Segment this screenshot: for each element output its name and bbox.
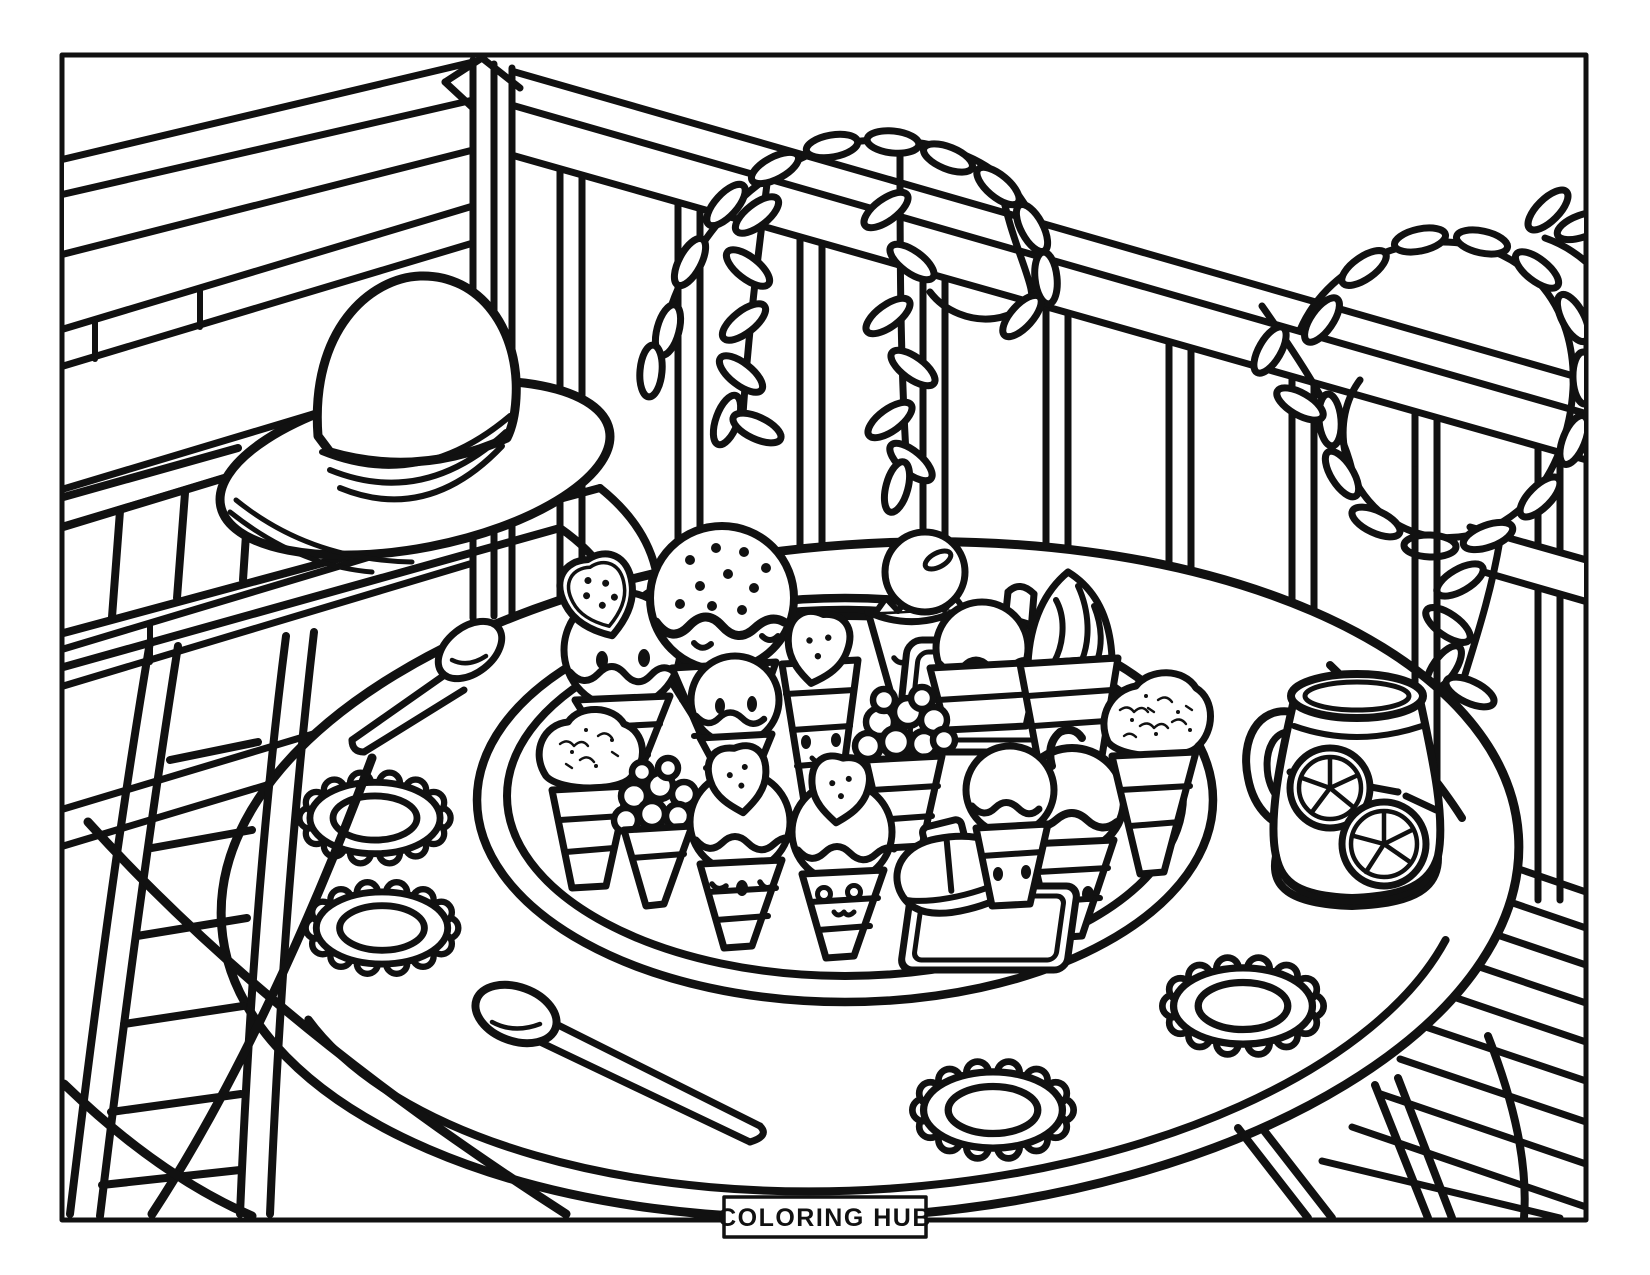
table-spoon-front — [471, 980, 767, 1146]
strawberry-cone-front-1 — [686, 742, 796, 952]
soft-serve-swirl — [1016, 568, 1122, 764]
table-legs — [1234, 1032, 1529, 1218]
doily — [299, 773, 450, 864]
table-spoon-left — [348, 617, 506, 756]
vine-right — [1247, 224, 1595, 713]
berry-cone-front — [610, 754, 700, 910]
doily — [306, 882, 459, 974]
coloring-hub-text: COLORING HUB — [718, 1204, 932, 1232]
strawberry-cone-front-2 — [788, 752, 898, 962]
lemonade-pitcher — [1242, 670, 1445, 910]
lemon-slice — [1338, 798, 1430, 890]
coconut-cup-left — [535, 706, 646, 892]
fence-rail-left — [64, 58, 477, 258]
fence-rail-right — [490, 62, 1584, 463]
doily — [912, 1062, 1073, 1159]
coconut-cone-right — [1100, 669, 1214, 878]
lemon-slice — [1286, 744, 1374, 832]
vine-left — [638, 128, 1060, 515]
doily — [1162, 958, 1323, 1055]
sundae-cup-face — [962, 742, 1058, 910]
coloring-hub-label: COLORING HUB — [718, 1195, 932, 1239]
vine-corner — [1522, 184, 1584, 319]
bistro-chair-front — [64, 628, 571, 1218]
sun-hat — [215, 271, 615, 575]
